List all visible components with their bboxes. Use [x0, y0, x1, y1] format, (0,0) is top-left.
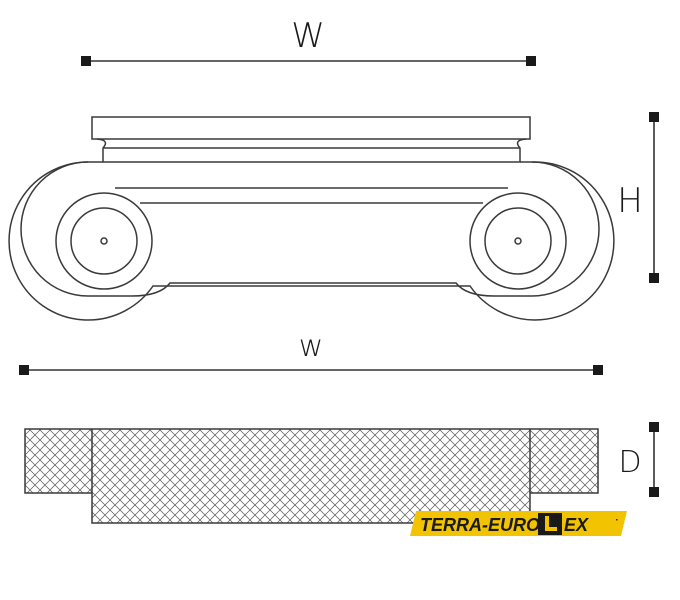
terra-eurolex-logo: TERRA-EURO EX · [410, 511, 627, 536]
dimension-d: D [618, 422, 659, 497]
left-volute-inner [70, 207, 138, 275]
dimension-end-marker [649, 112, 659, 122]
logo-l-box [538, 513, 562, 535]
dimension-end-marker [649, 422, 659, 432]
capital-body-outline [20, 161, 600, 297]
right-volute-eye [514, 237, 522, 245]
echinus [96, 138, 527, 163]
logo-text-left: TERRA-EURO [420, 515, 540, 535]
section-hatched-profile [24, 428, 599, 524]
logo-background [410, 511, 627, 536]
logo-registered-mark: · [615, 515, 618, 526]
dimension-end-marker [649, 487, 659, 497]
dimension-label-d: D [618, 445, 641, 480]
dimension-end-marker [19, 365, 29, 375]
dimension-end-marker [81, 56, 91, 66]
capital-outer-border [8, 161, 615, 321]
dimension-end-marker [593, 365, 603, 375]
logo-text-right: EX [564, 515, 589, 535]
logo-l-mark [538, 513, 562, 535]
left-volute-eye [100, 237, 108, 245]
capital-front-view [8, 116, 615, 321]
dimension-end-marker [526, 56, 536, 66]
capital-section-view [24, 428, 599, 524]
dimension-h: H [617, 112, 659, 283]
dimension-label-w-upper: W [291, 16, 325, 56]
right-volute-inner [484, 207, 552, 275]
left-volute-outer [55, 192, 153, 290]
abacus [91, 116, 531, 140]
right-volute-outer [469, 192, 567, 290]
logo-l-glyph [545, 516, 557, 531]
dimension-w-lower: w [19, 329, 603, 375]
dimension-w-upper: W [81, 16, 536, 66]
dimension-label-h: H [617, 181, 643, 221]
dimension-label-w-lower: w [299, 329, 324, 364]
dimension-end-marker [649, 273, 659, 283]
